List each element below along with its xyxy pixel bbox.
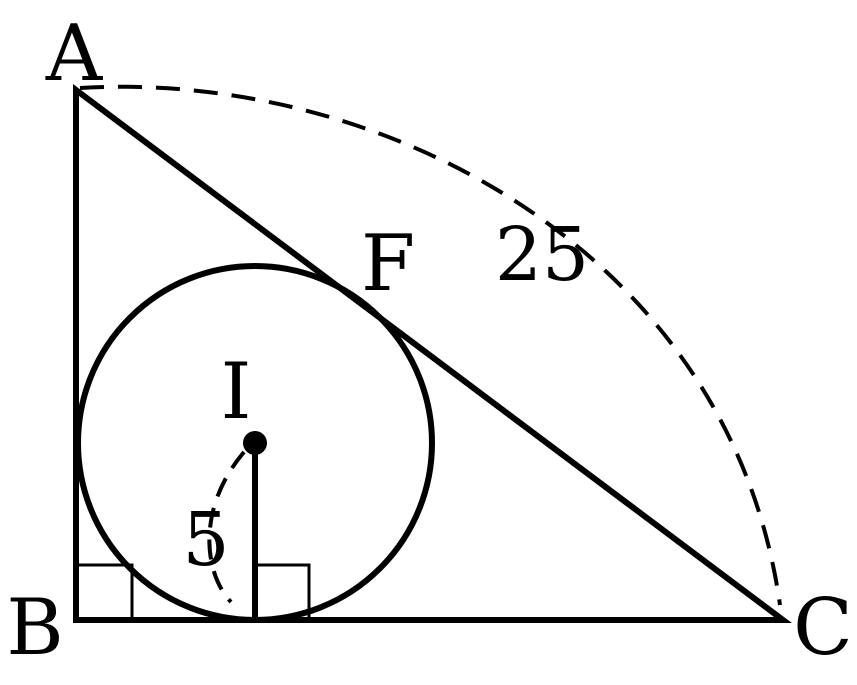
- incenter-point: [243, 431, 267, 455]
- point-label-f: F: [361, 219, 415, 309]
- right-angle-marker-b: [76, 563, 134, 620]
- point-label-c: C: [793, 583, 853, 673]
- point-label-a: A: [45, 9, 104, 99]
- point-label-i: I: [221, 347, 252, 437]
- triangle-abc: [73, 84, 793, 623]
- hypotenuse-dimension-arc: [79, 84, 782, 606]
- right-angle-marker-tangent: [255, 563, 311, 620]
- radius-length-label: 5: [182, 497, 229, 583]
- point-label-b: B: [6, 583, 63, 673]
- hypotenuse-length-label: 25: [495, 212, 589, 298]
